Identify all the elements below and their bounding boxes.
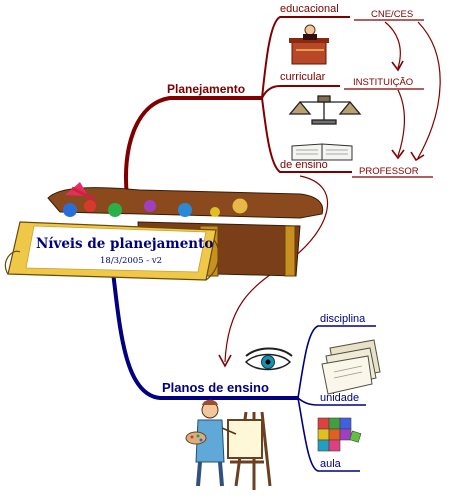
- painter-at-easel-icon: [185, 399, 272, 490]
- disciplina-label[interactable]: disciplina: [320, 313, 366, 325]
- central-subtitle: 18/3/2005 - v2: [100, 256, 163, 266]
- balance-scale-icon: [288, 95, 362, 125]
- eye-icon: [244, 347, 293, 371]
- instituicao-to-professor-arrowhead: [391, 149, 405, 160]
- central-scroll: [4, 221, 220, 281]
- de-ensino-branch: [261, 97, 352, 173]
- puzzle-icon: [317, 417, 362, 452]
- educacional-label[interactable]: educacional: [280, 3, 339, 15]
- cne-to-instituicao-arrowhead: [391, 60, 404, 72]
- planos-de-ensino-label[interactable]: Planos de ensino: [162, 380, 269, 395]
- central-title[interactable]: Níveis de planejamento: [36, 236, 214, 252]
- planos-trunk: [111, 271, 298, 400]
- instituicao-to-professor-arrow: [397, 89, 406, 157]
- planejamento-label[interactable]: Planejamento: [167, 82, 246, 96]
- educacional-branch: [261, 16, 350, 99]
- unidade-branch: [297, 397, 366, 406]
- cne-to-instituicao-arrow: [384, 21, 401, 69]
- de-ensino-to-planos-arrowhead: [218, 354, 232, 368]
- planejamento-branches: [124, 16, 352, 197]
- curricular-label[interactable]: curricular: [280, 71, 326, 83]
- instituicao-label[interactable]: INSTITUIÇÃO: [353, 77, 414, 88]
- planos-branches: [111, 271, 376, 472]
- cne-to-professor-arrowhead: [410, 151, 425, 162]
- disciplina-branch: [297, 325, 376, 399]
- judge-podium-icon: [289, 24, 329, 65]
- curricular-branch: [261, 85, 340, 99]
- aula-label[interactable]: aula: [320, 458, 341, 470]
- unidade-label[interactable]: unidade: [320, 392, 360, 404]
- professor-label[interactable]: PROFESSOR: [359, 166, 419, 177]
- cne-to-professor-arrow: [417, 21, 441, 159]
- stack-of-papers-icon: [321, 339, 381, 395]
- planejamento-trunk: [124, 96, 262, 197]
- cne-ces-label[interactable]: CNE/CES: [371, 9, 414, 20]
- de-ensino-label[interactable]: de ensino: [280, 159, 328, 171]
- open-book-icon: [291, 143, 353, 161]
- aula-branch: [297, 397, 360, 472]
